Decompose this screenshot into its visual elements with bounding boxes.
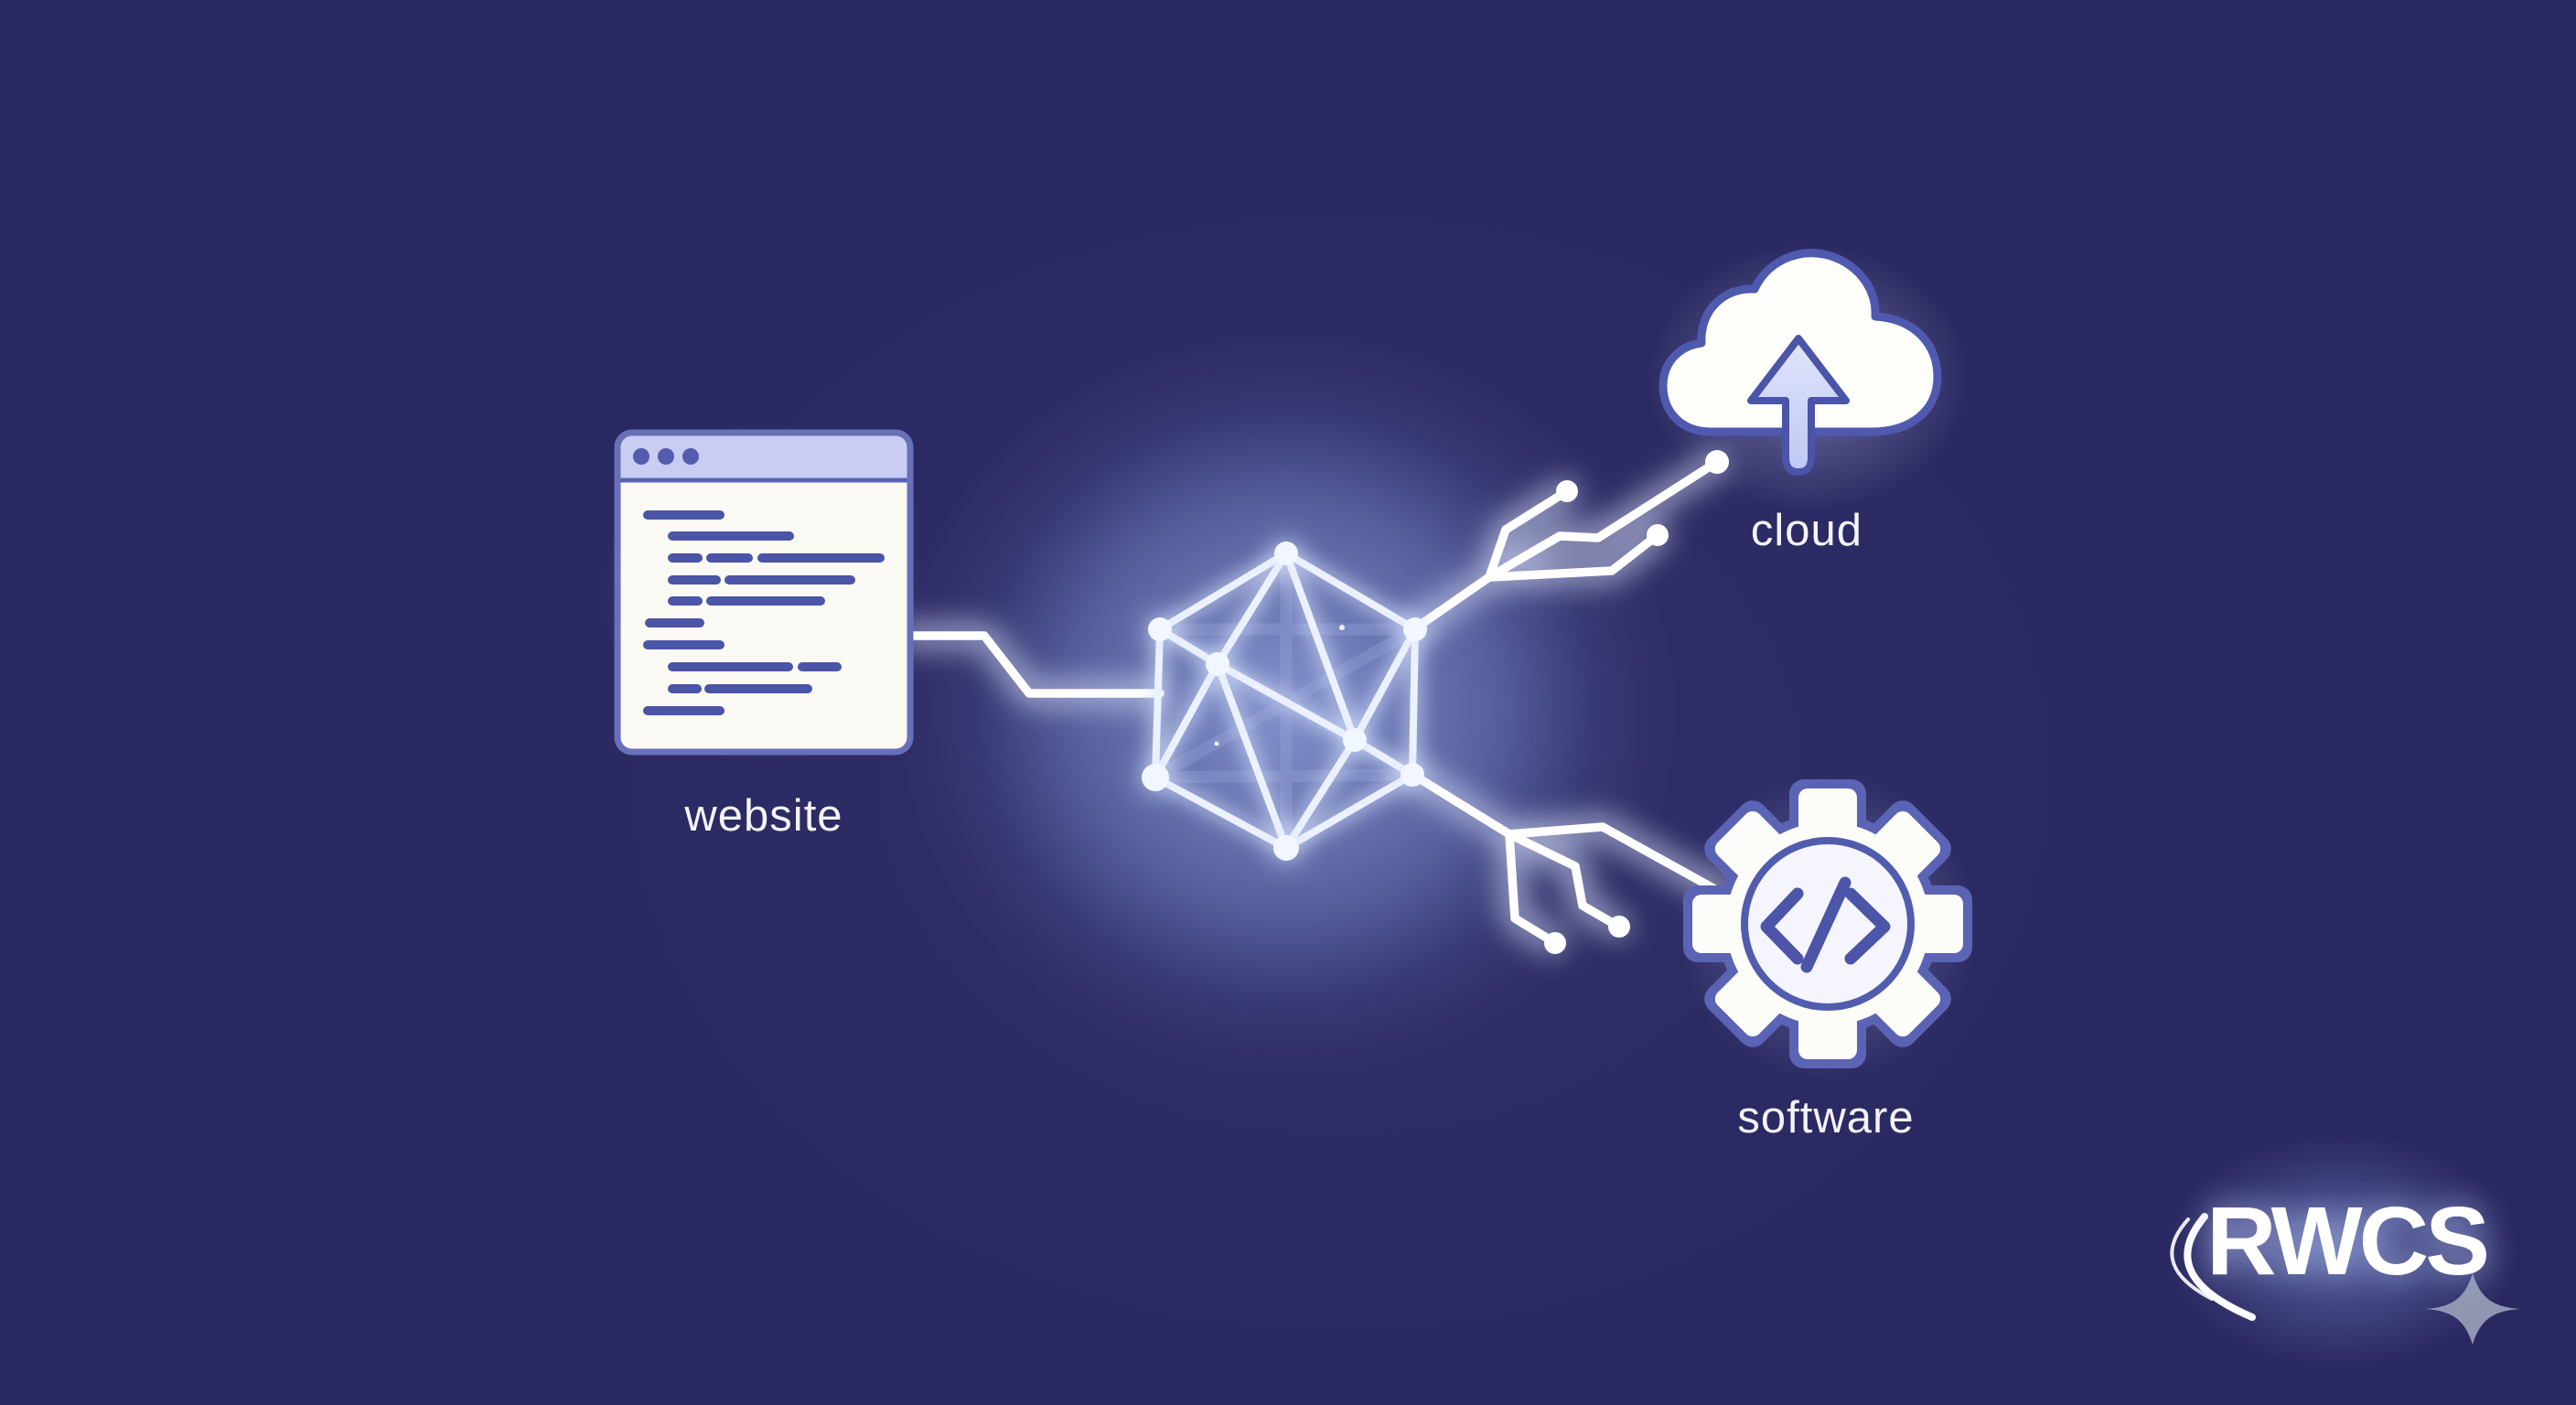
connector-lines [907, 450, 1729, 954]
upload-arrow-icon [1747, 335, 1850, 476]
sparkle-dots [1214, 625, 1345, 746]
window-header [617, 433, 910, 480]
swoosh-icon [2170, 1213, 2256, 1321]
website-label: website [684, 791, 843, 841]
brand-logo-text: RWCS [2206, 1187, 2490, 1295]
code-brackets-icon [1760, 876, 1891, 973]
window-traffic-dots-icon [633, 448, 699, 465]
cloud-upload-icon [1658, 249, 1942, 476]
sparkle-star-icon [2425, 1273, 2520, 1345]
network-mesh-icon [1142, 542, 1427, 861]
software-label: software [1737, 1093, 1915, 1142]
cloud-label: cloud [1750, 506, 1863, 555]
code-lines-icon [643, 510, 885, 715]
gear-code-icon [1683, 779, 1972, 1068]
browser-window-icon [614, 429, 914, 756]
